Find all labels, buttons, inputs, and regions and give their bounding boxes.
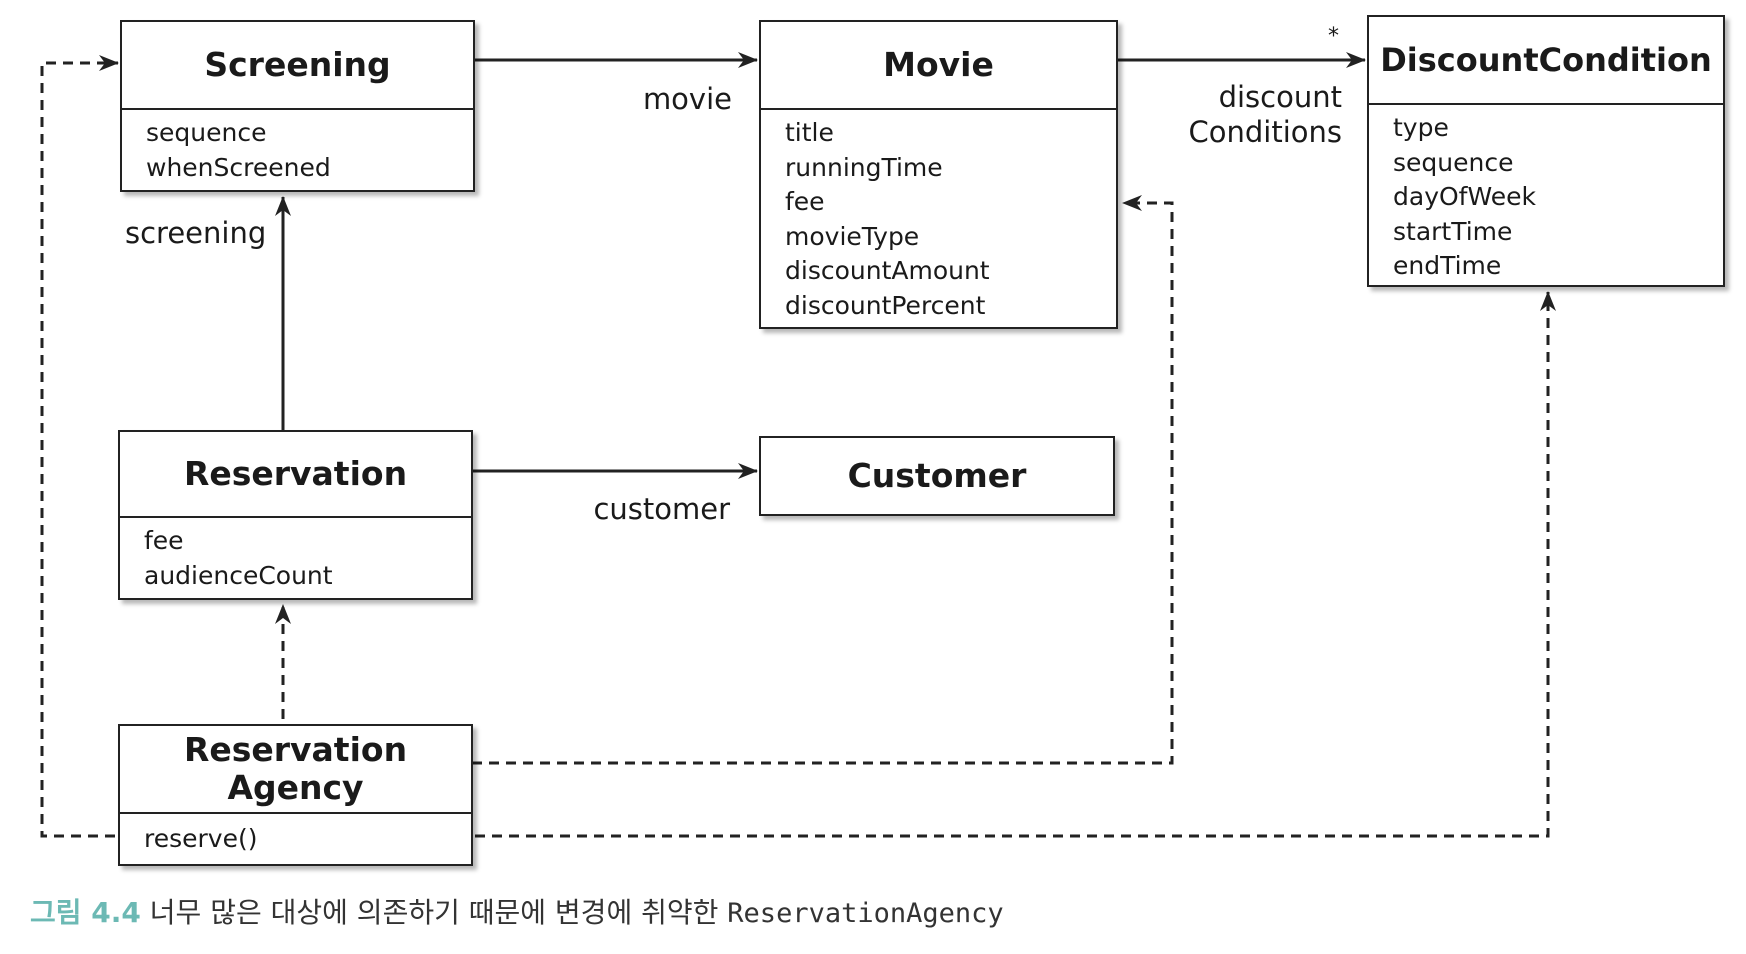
label-conditions: Conditions: [1188, 115, 1343, 149]
method: reserve(): [144, 824, 258, 853]
attribute: fee: [785, 187, 825, 216]
attribute: title: [785, 118, 834, 147]
class-movie-attributes: title runningTime fee movieType discount…: [761, 110, 1116, 323]
attribute: movieType: [785, 221, 920, 251]
class-reservation-attributes: fee audienceCount: [120, 518, 471, 593]
class-reservation-agency: Reservation Agency reserve(): [118, 724, 473, 866]
class-name-line: Agency: [227, 768, 364, 807]
attribute: fee: [144, 526, 184, 555]
attribute: dayOfWeek: [1393, 182, 1536, 211]
attribute: audienceCount: [144, 560, 333, 590]
class-customer: Customer: [759, 436, 1115, 516]
class-movie: Movie title runningTime fee movieType di…: [759, 20, 1118, 329]
caption-code: ReservationAgency: [727, 898, 1004, 929]
attribute: runningTime: [785, 152, 943, 182]
class-screening-name: Screening: [122, 22, 473, 110]
attribute: sequence: [1393, 147, 1514, 177]
attribute: startTime: [1393, 216, 1513, 246]
class-reservation-name: Reservation: [120, 432, 471, 518]
attribute: whenScreened: [146, 152, 331, 182]
attribute: sequence: [146, 118, 267, 147]
label-movie: movie: [642, 82, 732, 116]
class-discount-condition-name: DiscountCondition: [1369, 17, 1723, 105]
dependency-agency-screening: [40, 55, 119, 838]
class-discount-condition-attributes: type sequence dayOfWeek startTime endTim…: [1369, 105, 1723, 284]
attribute: endTime: [1393, 251, 1502, 280]
class-reservation-agency-name: Reservation Agency: [120, 726, 471, 814]
class-screening-attributes: sequence whenScreened: [122, 110, 473, 185]
label-discount: discount: [1218, 80, 1342, 114]
class-customer-name: Customer: [847, 456, 1027, 495]
class-discount-condition: DiscountCondition type sequence dayOfWee…: [1367, 15, 1725, 287]
attribute: discountAmount: [785, 256, 990, 285]
dependency-agency-discountcondition: [475, 291, 1556, 838]
caption-text: 너무 많은 대상에 의존하기 때문에 변경에 취약한: [149, 896, 719, 929]
dependency-agency-movie: [472, 195, 1174, 765]
figure-number: 그림 4.4: [30, 896, 141, 929]
figure-caption: 그림 4.4 너무 많은 대상에 의존하기 때문에 변경에 취약한 Reserv…: [30, 896, 1004, 931]
class-name-line: Reservation: [183, 730, 408, 769]
class-screening: Screening sequence whenScreened: [120, 20, 475, 192]
attribute: type: [1393, 113, 1449, 142]
label-screening: screening: [125, 216, 267, 250]
class-movie-name: Movie: [761, 22, 1116, 110]
label-multiplicity: *: [1328, 24, 1339, 49]
class-reservation: Reservation fee audienceCount: [118, 430, 473, 600]
attribute: discountPercent: [785, 290, 986, 320]
label-customer: customer: [593, 492, 730, 526]
class-reservation-agency-methods: reserve(): [120, 814, 471, 857]
